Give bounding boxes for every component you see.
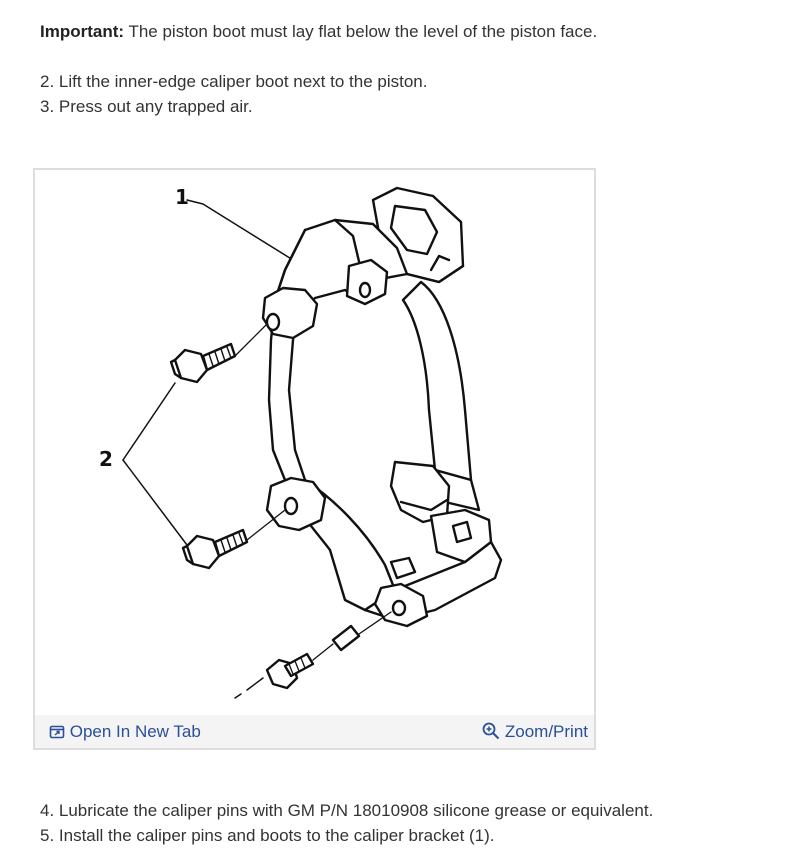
figure-toolbar: Open In New Tab Zoom/Print xyxy=(35,715,594,748)
open-in-new-tab-link[interactable]: Open In New Tab xyxy=(49,715,201,748)
callout-1: 1 xyxy=(175,185,189,209)
step-2: 2. Lift the inner-edge caliper boot next… xyxy=(40,72,428,91)
open-in-new-tab-label: Open In New Tab xyxy=(69,722,201,741)
step-5: 5. Install the caliper pins and boots to… xyxy=(40,826,495,845)
callout-2: 2 xyxy=(99,447,113,471)
step-3: 3. Press out any trapped air. xyxy=(40,97,253,116)
important-text: The piston boot must lay flat below the … xyxy=(124,22,598,41)
step-4: 4. Lubricate the caliper pins with GM P/… xyxy=(40,801,654,820)
figure-container: 1 2 Open In New Tab Zoom/Print xyxy=(33,168,596,750)
zoom-print-label: Zoom/Print xyxy=(504,722,588,741)
zoom-icon xyxy=(482,722,500,740)
important-label: Important: xyxy=(40,22,125,41)
open-in-new-tab-icon xyxy=(49,725,65,739)
caliper-bracket-illustration: 1 2 xyxy=(99,185,503,699)
zoom-print-link[interactable]: Zoom/Print xyxy=(482,715,588,748)
important-note: Important: The piston boot must lay flat… xyxy=(40,21,597,43)
